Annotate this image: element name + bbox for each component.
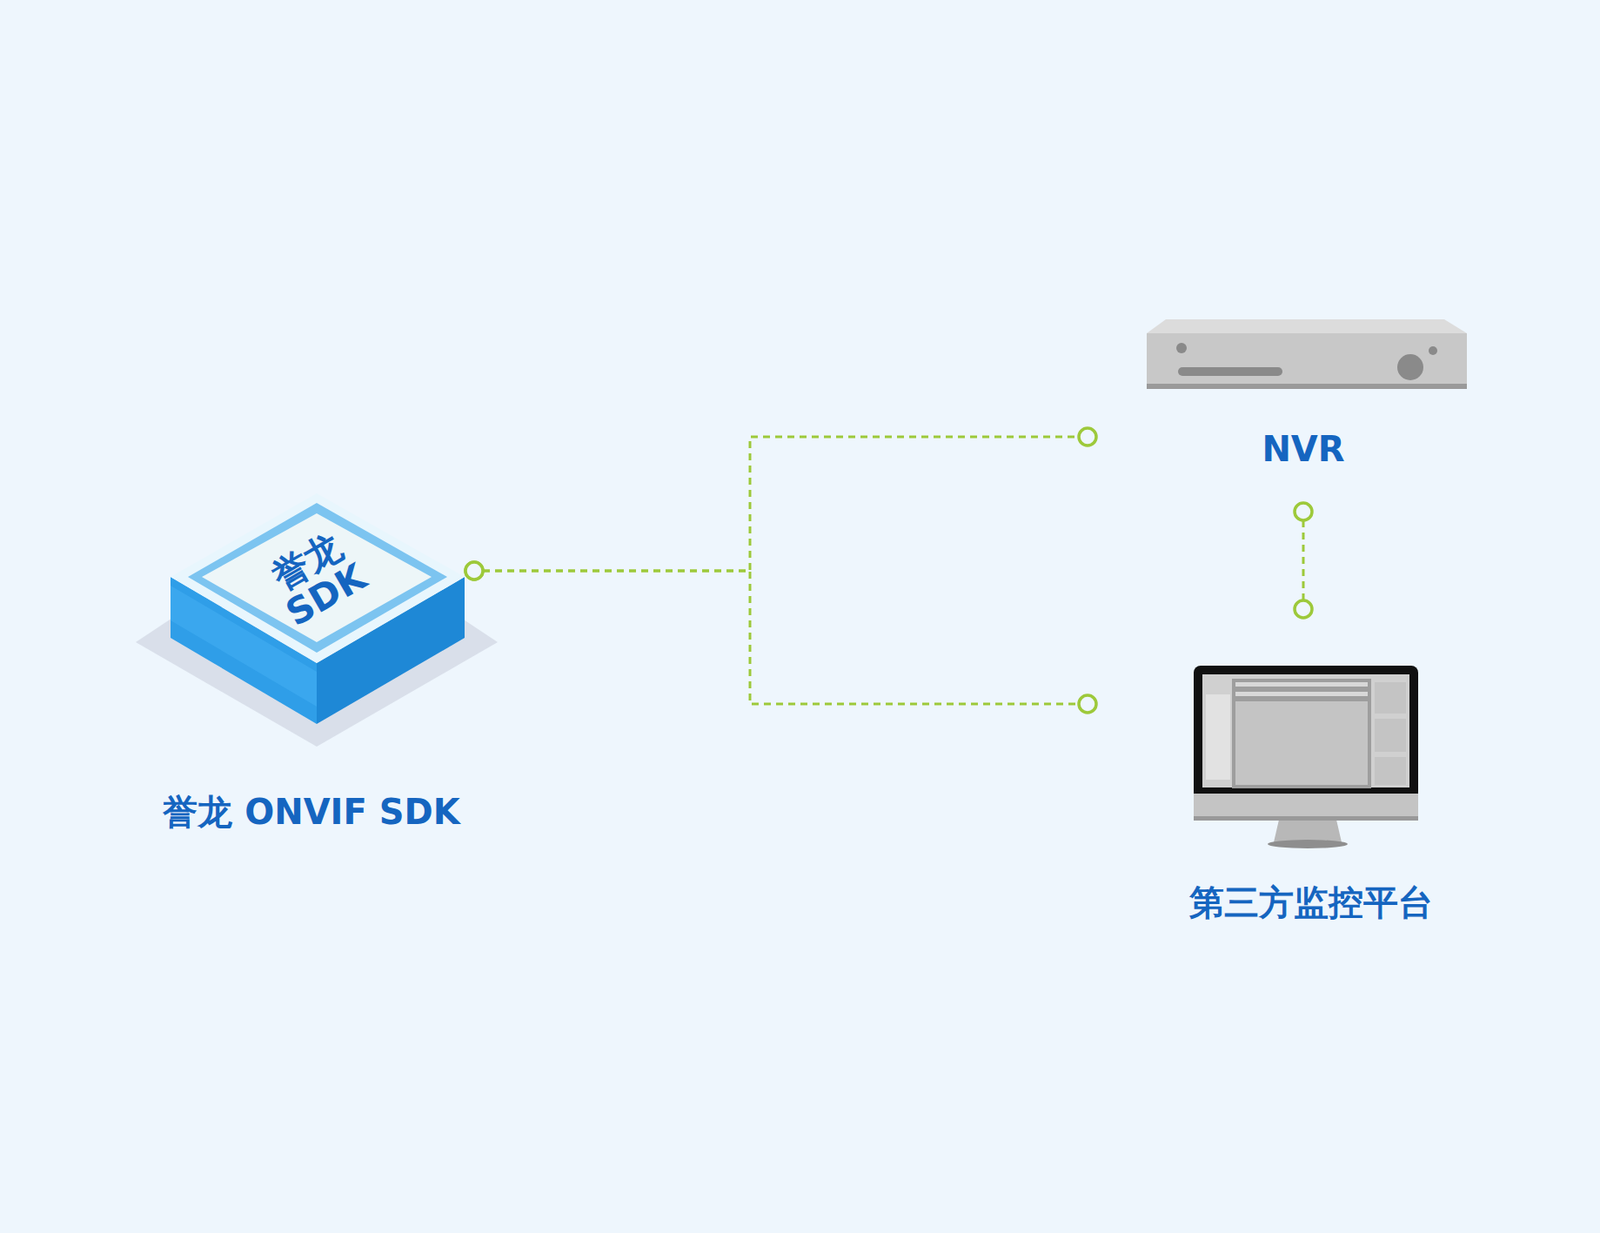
diagram-node: NVR xyxy=(1087,313,1480,512)
connector-dot xyxy=(1078,428,1097,446)
sdk-chip xyxy=(135,493,498,747)
node-label: 第三方监控平台 xyxy=(1189,881,1433,924)
dashed-connector xyxy=(465,428,1097,580)
chip-text: 誉龙 SDK xyxy=(252,519,382,638)
connector-line xyxy=(1302,520,1306,601)
diagram-node: 誉龙 SDK 誉龙 ONVIF SDK xyxy=(147,482,475,849)
monitor xyxy=(1193,665,1419,849)
connector-dot xyxy=(1078,695,1097,713)
diagram-node: 第三方监控平台 xyxy=(1087,609,1523,931)
dashed-connector xyxy=(465,562,1097,713)
connector-line xyxy=(482,436,1079,571)
node-label: NVR xyxy=(1261,428,1345,470)
node-label: 誉龙 ONVIF SDK xyxy=(162,790,461,833)
connector-dot xyxy=(465,562,483,580)
connector-dot xyxy=(465,562,483,580)
connector-dot xyxy=(1294,502,1313,521)
dashed-connector xyxy=(1294,502,1313,618)
connector-dot xyxy=(1294,600,1313,618)
connector-line xyxy=(482,570,1079,704)
nvr-device xyxy=(1146,319,1467,389)
